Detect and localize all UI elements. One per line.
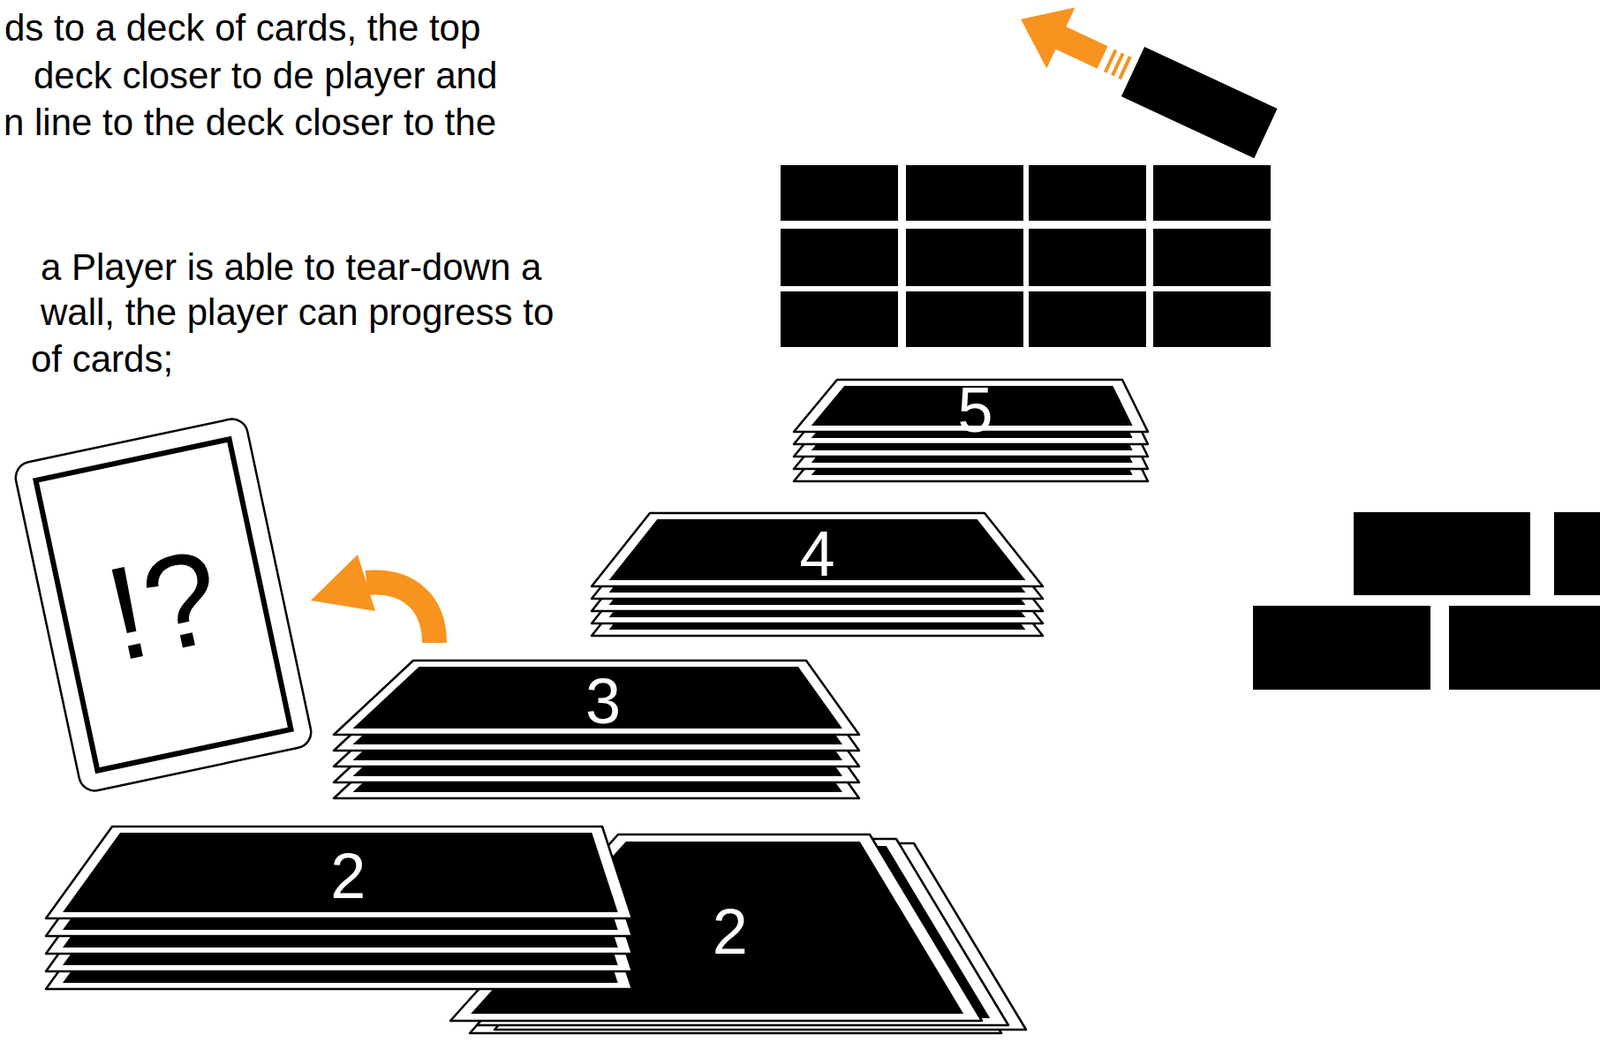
card-deck: 4: [586, 507, 1049, 642]
note-text: a Player is able to tear-down a: [40, 246, 542, 289]
note-line: a Player is able to tear-down a: [40, 246, 542, 289]
torch: [1006, 0, 1280, 165]
card-frame: [36, 438, 292, 770]
deck-number: 3: [585, 669, 621, 733]
broken-wall: [1252, 512, 1600, 690]
note-line: deck closer to de player and: [33, 54, 498, 98]
deck-number: 2: [330, 844, 366, 908]
card-deck: 5: [788, 374, 1154, 487]
card-edge: [450, 834, 982, 1021]
deck-number: 5: [958, 377, 994, 442]
note-line: n line to the deck closer to the: [3, 101, 497, 144]
card-back: [62, 832, 619, 913]
note-text: deck closer to de player and: [33, 54, 498, 98]
note-text: n line to the deck closer to the: [3, 101, 497, 144]
card-edge: [12, 415, 314, 793]
card-deck: 2: [40, 821, 638, 995]
card-edge: [591, 513, 1043, 587]
card-edge: [45, 826, 633, 919]
note-text: ds to a deck of cards, the top: [4, 7, 481, 50]
note-text: wall, the player can progress to: [40, 291, 554, 334]
deck-number: 2: [712, 899, 748, 964]
card-edge: [333, 660, 860, 735]
draw-arrow: [310, 554, 435, 643]
note-line: ds to a deck of cards, the top: [4, 7, 481, 50]
brick-wall: [780, 165, 1271, 348]
note-text: of cards;: [30, 338, 174, 381]
card-back: [470, 841, 964, 1014]
deck-number: 4: [800, 521, 836, 586]
note-line: wall, the player can progress to: [40, 291, 554, 334]
card-deck: 3: [328, 655, 865, 804]
note-line: of cards;: [30, 338, 174, 381]
event-card: !?: [10, 414, 317, 796]
